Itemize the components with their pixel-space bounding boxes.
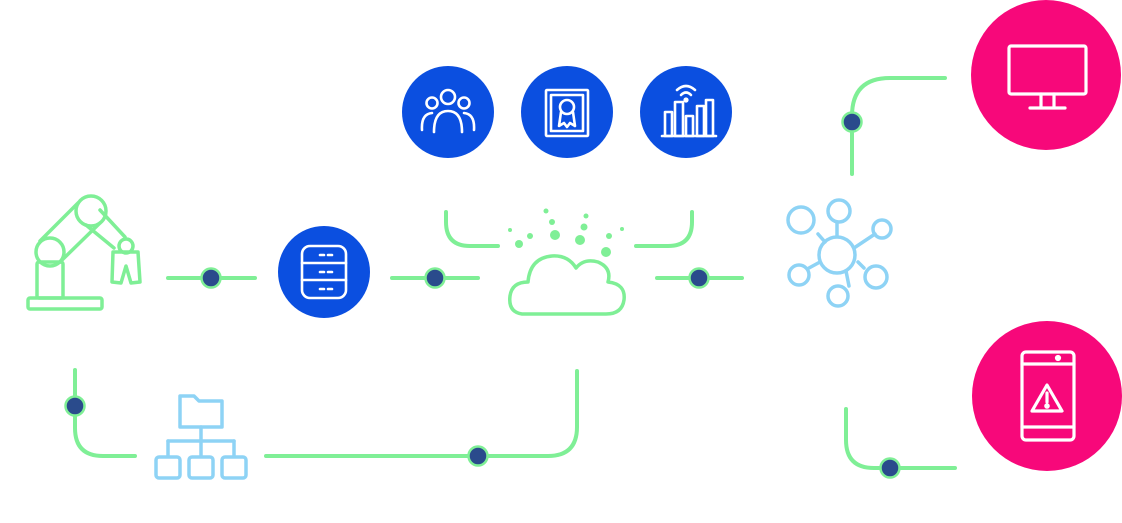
connector-hierarchy-cloud	[264, 369, 579, 458]
monitor-node	[971, 0, 1121, 150]
connector-robot-hierarchy	[73, 368, 137, 458]
cloud-node	[508, 208, 626, 316]
robot-arm-icon	[26, 194, 142, 311]
smart-city-icon	[660, 84, 718, 138]
cloud-particles-icon	[508, 208, 624, 257]
monitor-icon	[1007, 44, 1088, 110]
connector-cloud-bracket-right	[634, 210, 694, 248]
connector-cloud-bracket-left	[444, 210, 500, 248]
certificate-icon	[544, 88, 590, 138]
junction-dot	[841, 111, 863, 133]
connector-hub-monitor	[850, 76, 947, 176]
mobile-alert-icon	[1020, 350, 1076, 442]
junction-dot	[424, 267, 446, 289]
mobile-alert-node	[972, 321, 1122, 471]
junction-dot	[879, 457, 901, 479]
junction-dot	[688, 267, 710, 289]
users-node	[402, 66, 494, 158]
folder-hierarchy-icon	[154, 394, 248, 480]
connector-mobile-alert	[844, 407, 957, 470]
certificate-node	[521, 66, 613, 158]
junction-dot	[64, 395, 86, 417]
cloud-icon	[508, 254, 626, 316]
junction-dots	[64, 111, 901, 479]
database-icon	[300, 244, 348, 300]
junction-dot	[200, 267, 222, 289]
network-hub-icon	[786, 198, 893, 308]
junction-dot	[467, 445, 489, 467]
users-icon	[420, 88, 476, 134]
database-node	[278, 226, 370, 318]
smart-city-node	[640, 66, 732, 158]
